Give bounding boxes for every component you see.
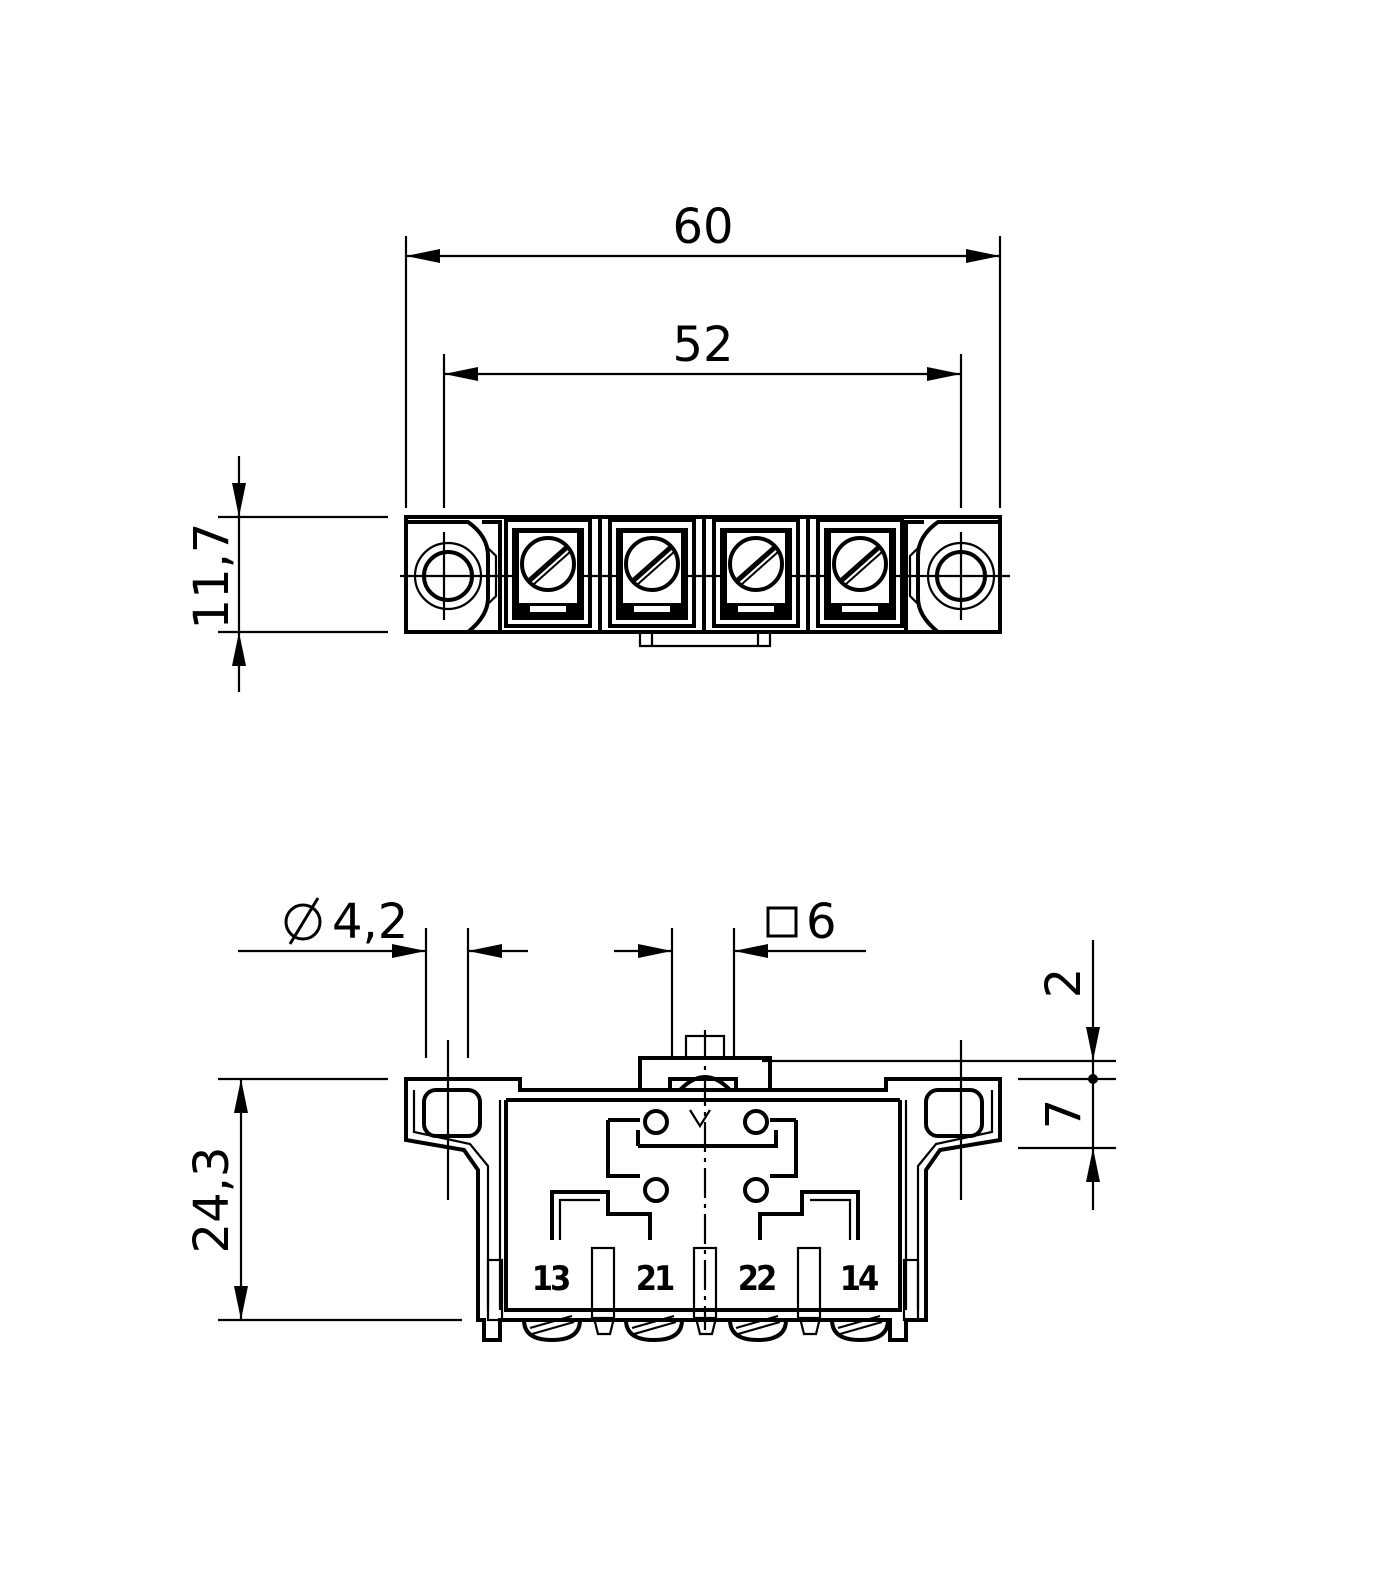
actuator-plunger (638, 1030, 772, 1330)
screw-head-4 (830, 1314, 890, 1343)
dimension-actuator-stroke: 2 7 (762, 940, 1116, 1210)
right-mounting-slot (924, 1040, 984, 1200)
dimension-52-label: 52 (672, 317, 733, 373)
switch-housing (404, 1077, 1002, 1342)
right-mounting-lug (904, 520, 1000, 634)
dimension-actuator-stroke-label: 2 (1036, 968, 1092, 999)
dimension-24-3: 24,3 (184, 1077, 462, 1322)
screw-head-2 (624, 1314, 684, 1343)
screw-head-1 (522, 1314, 582, 1343)
dimension-11-7: 11,7 (184, 456, 388, 692)
dimension-52: 52 (442, 317, 963, 508)
terminal-screw-block (504, 517, 904, 632)
terminal-label-22: 22 (738, 1259, 775, 1299)
dimension-actuator-square-label: 6 (806, 894, 837, 950)
internal-contacts (550, 1109, 860, 1240)
left-mounting-slot (422, 1040, 482, 1200)
terminal-label-13: 13 (532, 1259, 569, 1299)
dimension-60: 60 (404, 199, 1002, 508)
bottom-screws (522, 1314, 890, 1343)
terminal-label-14: 14 (840, 1259, 878, 1299)
dimension-hole-diameter: 4,2 (238, 894, 528, 1058)
left-mounting-lug (406, 520, 502, 634)
terminal-cell-2 (608, 518, 696, 628)
terminal-cell-1 (504, 518, 592, 628)
dimension-11-7-label: 11,7 (184, 523, 240, 630)
screw-head-3 (728, 1314, 788, 1343)
dimension-60-label: 60 (672, 199, 733, 255)
dimension-24-3-label: 24,3 (184, 1147, 240, 1254)
front-view: 4,2 6 2 7 (184, 894, 1116, 1343)
dimension-actuator-height-label: 7 (1036, 1099, 1092, 1130)
top-view-bottom-tab (638, 632, 772, 648)
terminal-label-21: 21 (636, 1259, 674, 1299)
terminal-row: 13 21 22 14 (486, 1246, 920, 1322)
terminal-cell-4 (816, 518, 904, 628)
terminal-cell-3 (712, 518, 800, 628)
top-view: 60 52 11,7 (184, 199, 1010, 692)
dimension-hole-diameter-label: 4,2 (332, 894, 408, 950)
dimension-actuator-square: 6 (614, 894, 866, 1058)
